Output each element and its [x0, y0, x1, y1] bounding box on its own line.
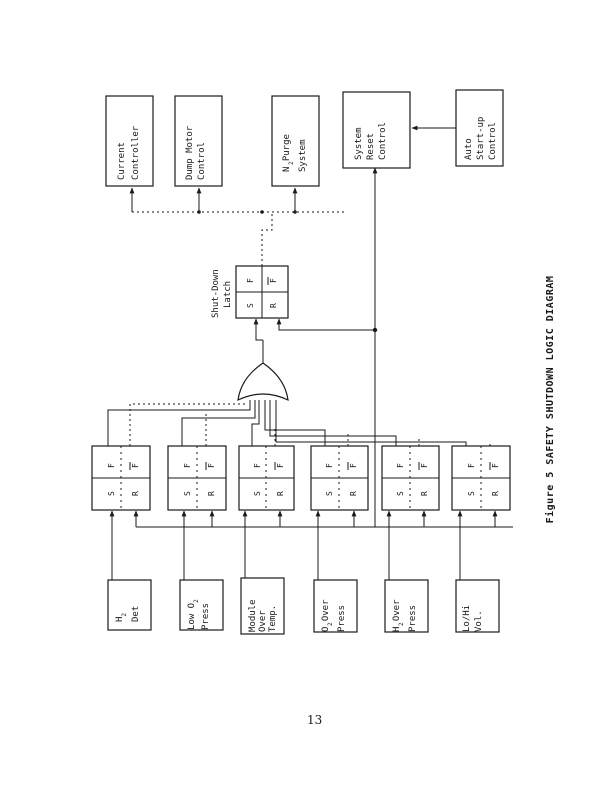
svg-text:Press: Press: [337, 605, 347, 632]
flip-flop-5: S R F F: [381, 445, 440, 511]
svg-text:Controller: Controller: [131, 125, 141, 180]
flip-flop-2: S R F F: [167, 445, 227, 511]
sensor-block-low-o2-press: Low O2 Press: [179, 579, 224, 631]
sensor-block-h2-det: H2 Det: [107, 579, 152, 631]
svg-text:F: F: [253, 463, 262, 468]
svg-text:2: 2: [327, 622, 334, 626]
svg-text:F: F: [325, 463, 334, 468]
svg-text:System: System: [298, 139, 308, 172]
svg-text:Press: Press: [408, 605, 418, 632]
flip-flop-output-lines: [107, 400, 491, 446]
svg-text:Press: Press: [201, 603, 211, 630]
svg-text:F: F: [183, 463, 192, 468]
sensor-block-o2-over-press: O Over 2 Press: [313, 579, 358, 633]
flip-flop-1: S R F F: [91, 445, 151, 511]
svg-text:H Over: H Over: [392, 599, 402, 632]
svg-text:S: S: [325, 491, 334, 496]
flip-flop-4: S R F F: [310, 445, 369, 511]
svg-text:F: F: [276, 463, 285, 468]
svg-text:Auto: Auto: [464, 138, 474, 160]
svg-text:F: F: [107, 463, 116, 468]
svg-text:Reset: Reset: [366, 133, 376, 160]
svg-text:Module: Module: [248, 599, 258, 632]
svg-text:R: R: [269, 303, 278, 308]
svg-text:F: F: [396, 463, 405, 468]
svg-text:2: 2: [288, 161, 295, 165]
output-block-current-controller: Current Controller: [105, 95, 154, 187]
or-gate: [237, 340, 289, 402]
svg-text:F: F: [269, 278, 278, 283]
sensor-block-lo-hi-vol: Lo/Hi Vol.: [455, 579, 500, 633]
svg-text:S: S: [107, 491, 116, 496]
svg-text:System: System: [354, 127, 364, 160]
svg-text:Low O2: Low O2: [187, 599, 200, 630]
svg-text:N Purge: N Purge: [282, 134, 292, 172]
page-number: 13: [307, 713, 323, 727]
svg-text:Start-up: Start-up: [476, 117, 486, 160]
shut-down-latch: S R F F Shut-Down Latch: [211, 265, 375, 341]
sensor-input-lines: [109, 510, 463, 580]
output-block-auto-start-up-control: Auto Start-up Control: [455, 89, 504, 167]
svg-text:S: S: [253, 491, 262, 496]
svg-text:Shut-Down: Shut-Down: [211, 269, 221, 318]
svg-text:Latch: Latch: [223, 281, 233, 308]
svg-text:F: F: [467, 463, 476, 468]
latch-output-lines: [129, 187, 345, 266]
output-block-dump-motor-control: Dump Motor Control: [174, 95, 223, 187]
svg-text:F: F: [491, 463, 500, 468]
svg-text:F: F: [207, 463, 216, 468]
flip-flop-6: S R F F: [451, 445, 511, 511]
svg-text:Control: Control: [488, 122, 498, 160]
svg-text:S: S: [396, 491, 405, 496]
sensor-block-h2-over-press: H Over 2 Press: [384, 579, 429, 633]
svg-text:F: F: [246, 278, 255, 283]
svg-text:Current: Current: [117, 142, 127, 180]
svg-text:S: S: [183, 491, 192, 496]
svg-text:H2: H2: [115, 613, 128, 622]
svg-text:Dump Motor: Dump Motor: [185, 125, 195, 180]
svg-text:Control: Control: [197, 142, 207, 180]
svg-text:2: 2: [398, 622, 405, 626]
svg-text:Over: Over: [258, 610, 268, 632]
svg-text:R: R: [420, 491, 429, 496]
svg-text:F: F: [420, 463, 429, 468]
reset-bus: [133, 167, 513, 528]
output-block-n2-purge-system: N Purge 2 System: [271, 95, 320, 187]
svg-text:R: R: [207, 491, 216, 496]
svg-text:S: S: [467, 491, 476, 496]
sensor-block-module-over-temp: Module Over Temp.: [240, 577, 285, 635]
svg-text:Lo/Hi: Lo/Hi: [462, 605, 472, 632]
svg-text:R: R: [491, 491, 500, 496]
svg-text:Temp.: Temp.: [268, 605, 278, 632]
output-block-system-reset-control: System Reset Control: [342, 91, 411, 169]
svg-text:Det: Det: [131, 606, 141, 622]
svg-text:F: F: [131, 463, 140, 468]
svg-text:O Over: O Over: [321, 599, 331, 632]
svg-text:R: R: [349, 491, 358, 496]
figure-caption: Figure 5 SAFETY SHUTDOWN LOGIC DIAGRAM: [545, 275, 556, 524]
svg-text:R: R: [131, 491, 140, 496]
svg-text:S: S: [246, 303, 255, 308]
svg-text:F: F: [349, 463, 358, 468]
svg-text:Control: Control: [378, 122, 388, 160]
svg-text:Vol.: Vol.: [474, 610, 484, 632]
flip-flop-3: S R F F: [238, 445, 295, 511]
svg-text:R: R: [276, 491, 285, 496]
